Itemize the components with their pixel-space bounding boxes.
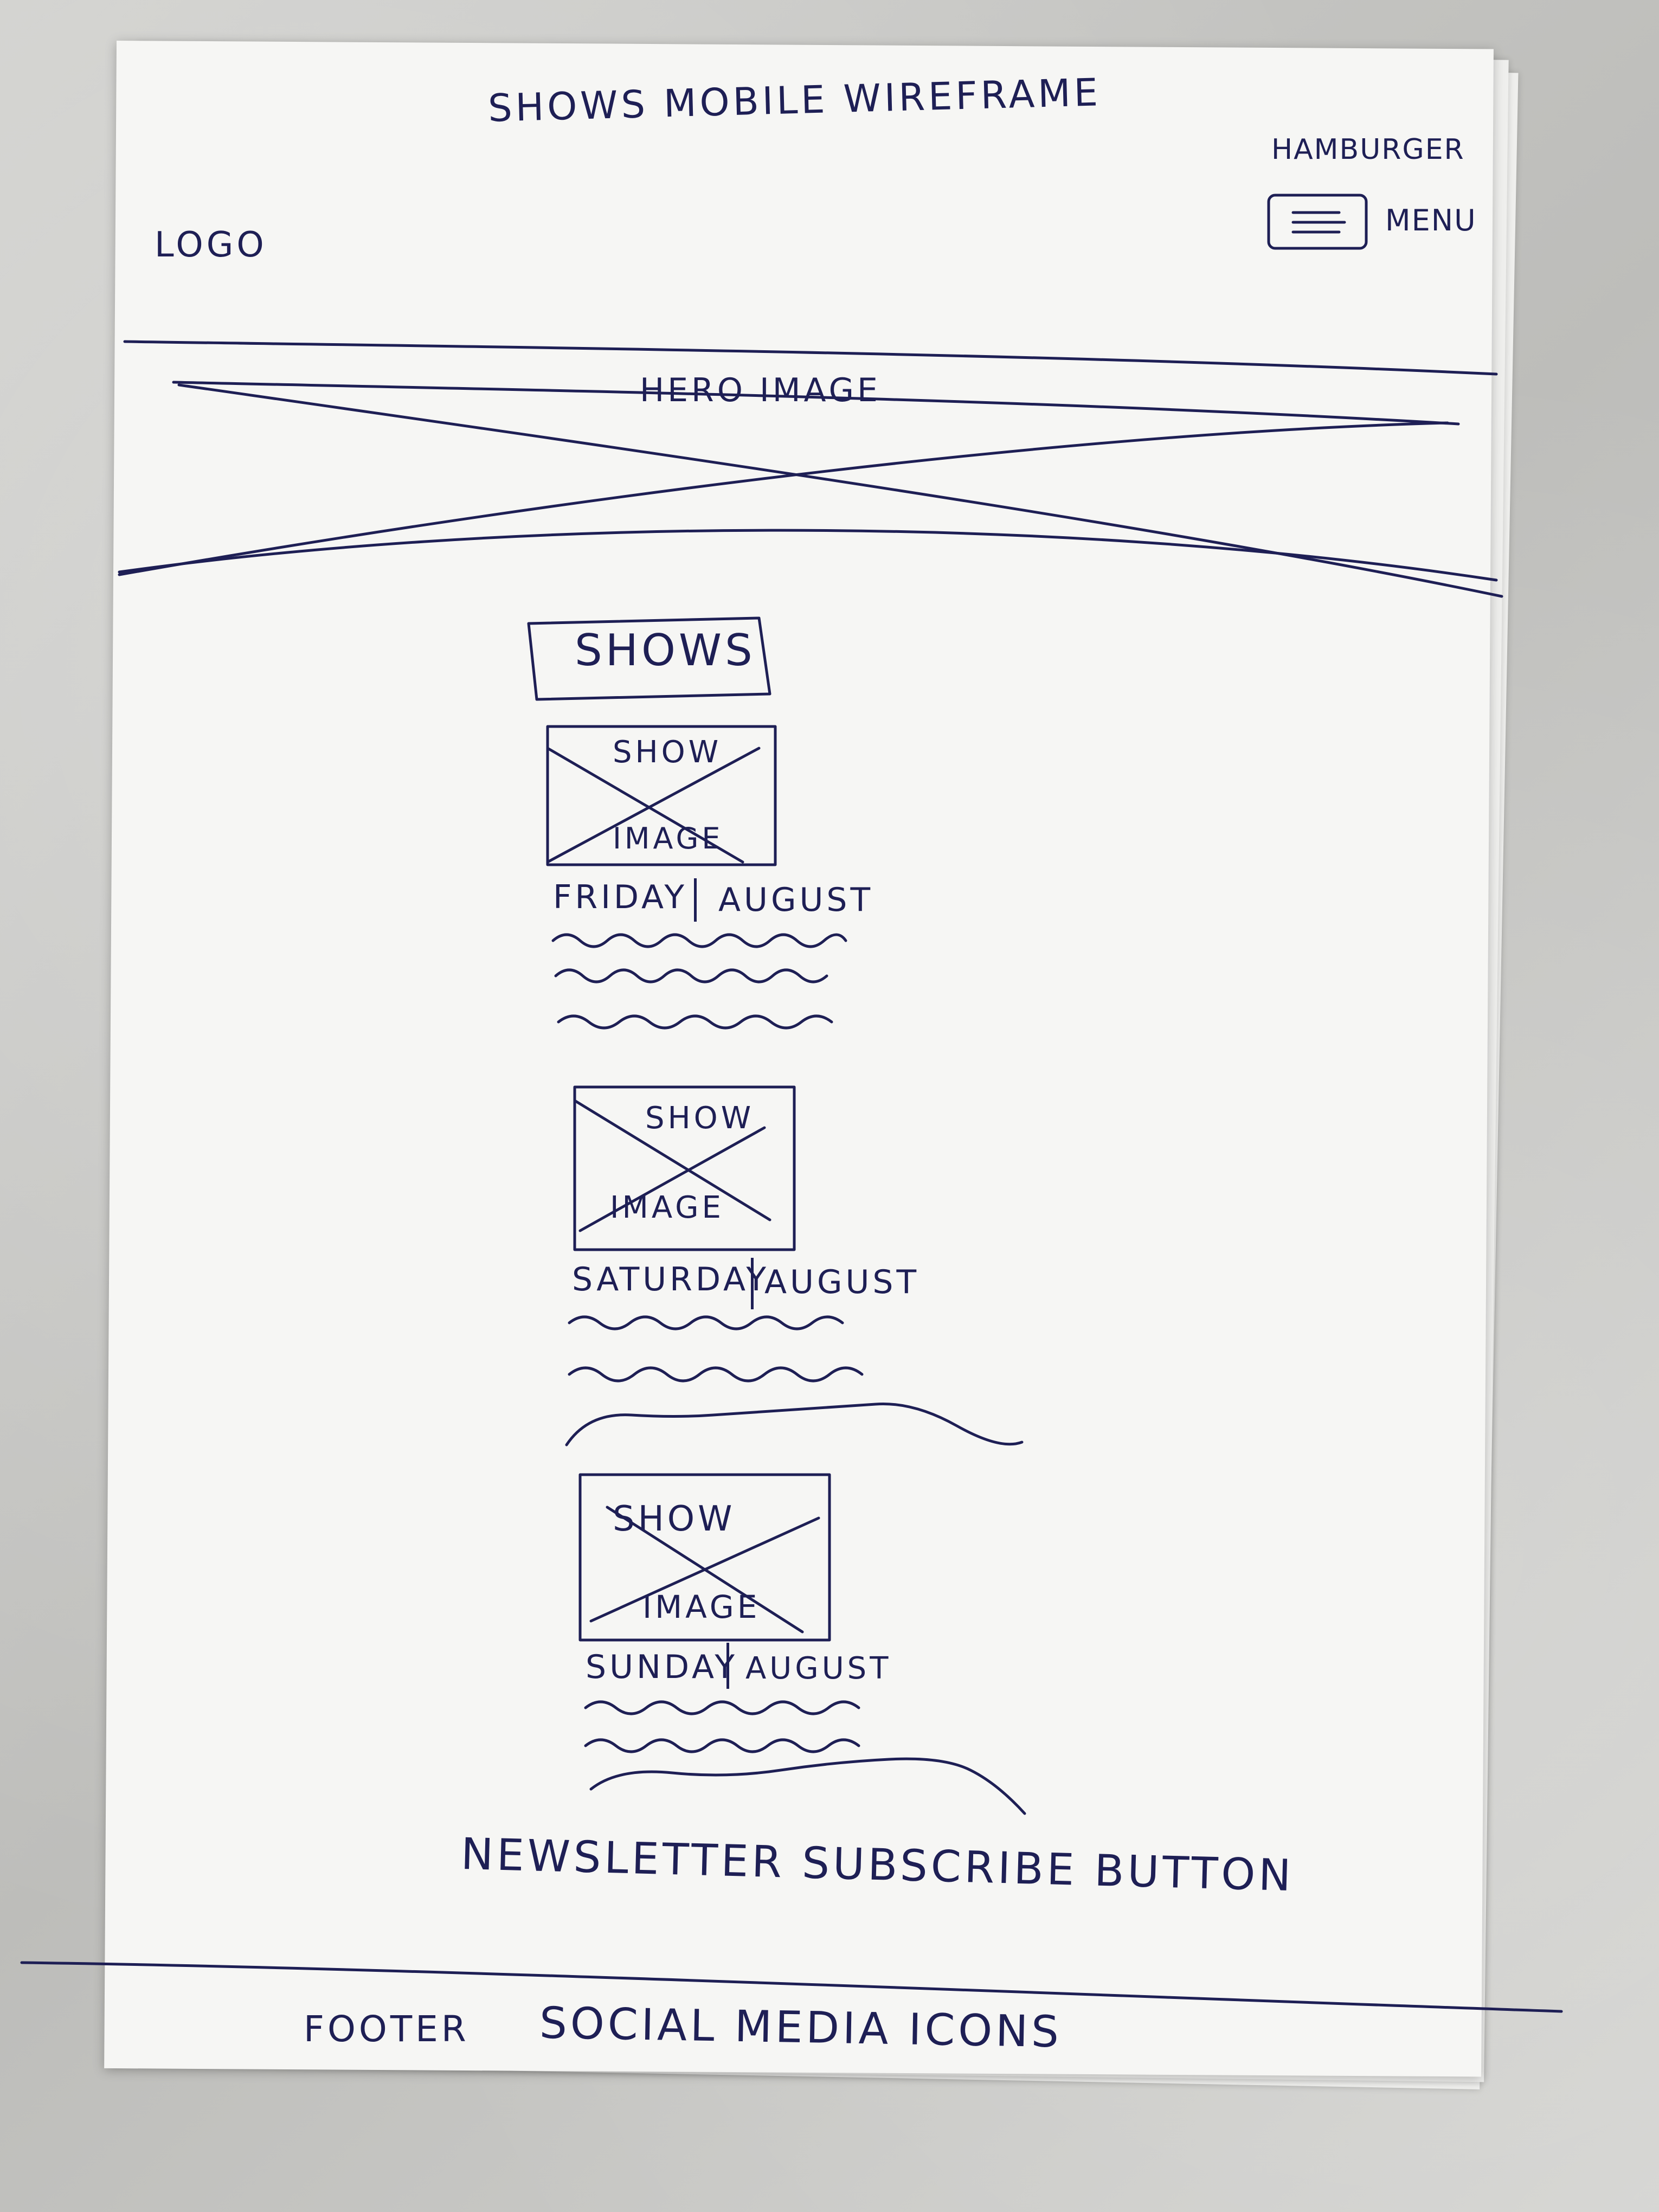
show-month: AUGUST [718, 881, 874, 919]
show-day: FRIDAY [553, 878, 688, 916]
show-image-placeholder [573, 1085, 796, 1251]
text-placeholder-lines [551, 933, 847, 1030]
show-image-label-bottom: IMAGE [613, 821, 724, 856]
shows-heading: SHOWS [575, 625, 756, 676]
show-image-label-top: SHOW [613, 735, 722, 770]
date-separator [694, 878, 697, 922]
show-image-label-top: SHOW [613, 1499, 736, 1539]
show-image-label-bottom: IMAGE [610, 1190, 724, 1225]
date-separator [726, 1643, 729, 1689]
logo-placeholder: LOGO [155, 225, 267, 265]
shows-heading-box [527, 616, 771, 701]
social-media-icons-label: SOCIAL MEDIA ICONS [539, 1997, 1063, 2057]
hamburger-menu-icon [1267, 194, 1368, 250]
text-placeholder-lines [584, 1700, 1026, 1815]
text-placeholder-lines [565, 1315, 1024, 1446]
date-separator [751, 1258, 754, 1309]
show-image-placeholder [546, 725, 777, 866]
hero-image-label: HERO IMAGE [640, 371, 881, 409]
hamburger-label: HAMBURGER [1271, 133, 1465, 166]
show-image-placeholder [578, 1473, 831, 1642]
menu-label: MENU [1385, 203, 1477, 237]
footer-divider [20, 1961, 1563, 2013]
show-image-label-top: SHOW [645, 1101, 755, 1136]
footer-label: FOOTER [304, 2008, 470, 2050]
show-image-label-bottom: IMAGE [642, 1589, 761, 1625]
hero-image-placeholder [118, 340, 1503, 598]
show-month: AUGUST [764, 1263, 920, 1301]
show-day: SATURDAY [572, 1261, 770, 1298]
show-month: AUGUST [745, 1651, 892, 1686]
show-day: SUNDAY [586, 1648, 738, 1686]
